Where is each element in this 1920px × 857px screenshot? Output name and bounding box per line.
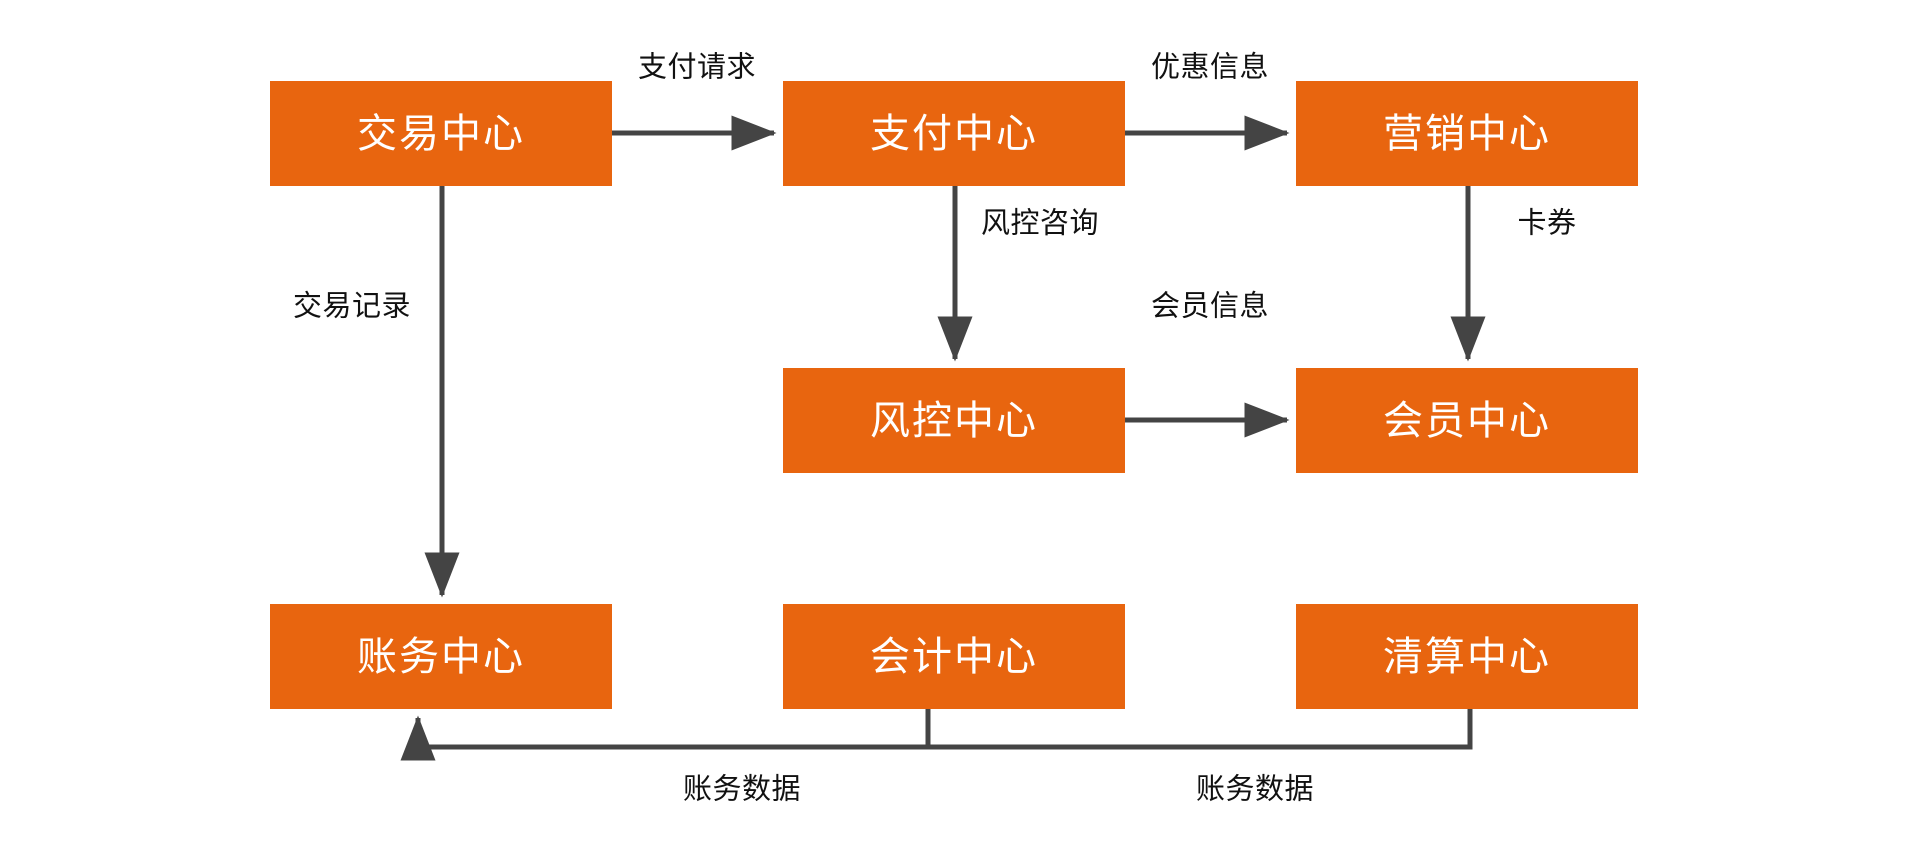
node-account[interactable]: 账务中心 <box>270 604 612 709</box>
node-marketing-label: 营销中心 <box>1383 111 1551 156</box>
node-account-label: 账务中心 <box>357 634 525 679</box>
node-payment-label: 支付中心 <box>870 111 1038 156</box>
edge-accounting-to-account <box>400 709 931 761</box>
node-settlement[interactable]: 清算中心 <box>1296 604 1638 709</box>
node-riskcontrol[interactable]: 风控中心 <box>783 368 1125 473</box>
node-member[interactable]: 会员中心 <box>1296 368 1638 473</box>
edge-label-account-data-right: 账务数据 <box>1195 773 1315 806</box>
edge-settlement-to-account <box>928 709 1473 750</box>
node-riskcontrol-label: 风控中心 <box>870 398 1038 443</box>
node-marketing[interactable]: 营销中心 <box>1296 81 1638 186</box>
edge-label-payment-request: 支付请求 <box>637 51 757 84</box>
edge-label-member-info: 会员信息 <box>1150 290 1270 323</box>
node-accounting-label: 会计中心 <box>870 634 1038 679</box>
edge-label-promotion-info: 优惠信息 <box>1150 51 1270 84</box>
node-member-label: 会员中心 <box>1383 398 1551 443</box>
edge-label-coupon: 卡券 <box>1517 207 1577 240</box>
edge-label-risk-consult: 风控咨询 <box>980 207 1100 240</box>
node-settlement-label: 清算中心 <box>1383 634 1551 679</box>
node-trade-label: 交易中心 <box>357 111 525 156</box>
node-trade[interactable]: 交易中心 <box>270 81 612 186</box>
edge-label-trade-record: 交易记录 <box>292 290 412 323</box>
node-accounting[interactable]: 会计中心 <box>783 604 1125 709</box>
edge-label-account-data-left: 账务数据 <box>682 773 802 806</box>
node-payment[interactable]: 支付中心 <box>783 81 1125 186</box>
